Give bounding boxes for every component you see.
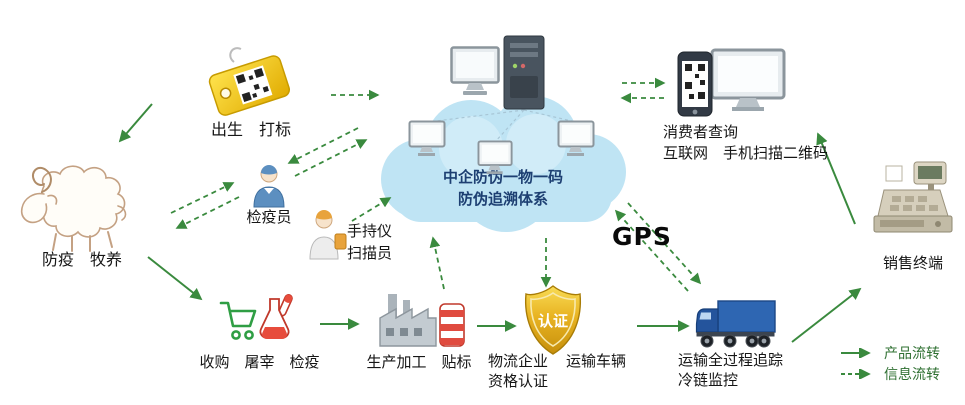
arrow-factory-to-cloud: [429, 236, 445, 290]
terminal-icon-3: [557, 120, 597, 158]
consumer-label-1: 消费者查询: [663, 123, 739, 141]
arrow-inspector-to-cloud: [294, 139, 368, 177]
legend-info-flow: 信息流转: [840, 363, 940, 384]
gps-label: GPS: [612, 222, 672, 251]
arrow-sheep-to-inspector: [170, 182, 235, 214]
logistics-label-3: 运输车辆: [566, 352, 627, 370]
certification-shield-icon: 认证: [522, 284, 584, 356]
consumer-monitor-icon: [710, 48, 788, 116]
connector-server-terminal-2: [494, 109, 525, 143]
pos-label: 销售终端: [882, 254, 943, 272]
server-icon: [502, 34, 548, 112]
monitor-icon: [450, 46, 502, 98]
factory-label: 生产加工 贴标: [366, 353, 472, 371]
arrow-cloud-to-inspector: [287, 127, 359, 164]
tag-label: 出生 打标: [210, 120, 291, 139]
arrow-scanner-to-cloud: [351, 197, 392, 222]
transport-label-1: 运输全过程追踪: [678, 351, 784, 369]
scanner-label-1: 手持仪: [347, 222, 393, 240]
legend-product-label: 产品流转: [884, 345, 940, 362]
shield-badge-label: 认证: [538, 312, 568, 330]
scanner-label-2: 扫描员: [347, 244, 393, 262]
legend: 产品流转 信息流转: [840, 342, 940, 384]
ear-tag-icon: [204, 42, 298, 116]
solid-arrow-icon: [841, 347, 871, 358]
terminal-icon-2: [477, 140, 515, 176]
smartphone-qr-icon: [676, 50, 716, 120]
lab-flask-icon: [257, 293, 295, 345]
arrow-pos-to-consumer: [816, 132, 856, 225]
arrow-sheep-to-purchase: [147, 256, 203, 301]
terminal-icon-1: [408, 120, 448, 158]
arrow-truck-to-pos: [791, 287, 862, 343]
cloud-title: 中企防伪一物一码 防伪追溯体系: [396, 167, 610, 211]
factory-icon: [376, 288, 470, 350]
sheep-icon: [12, 148, 150, 252]
logistics-label-2: 资格认证: [487, 372, 548, 390]
scanner-operator-icon: [308, 208, 348, 260]
purchase-label: 收购 屠宰 检疫: [199, 353, 320, 371]
arrow-inspector-to-sheep: [175, 196, 240, 229]
truck-icon: [694, 296, 778, 350]
legend-product-flow: 产品流转: [840, 342, 940, 363]
inspector-icon: [250, 164, 288, 208]
cloud-title-line2: 防伪追溯体系: [457, 189, 548, 208]
connector-server-terminal-3: [523, 109, 577, 123]
connector-server-terminal-1: [427, 109, 525, 123]
dashed-arrow-icon: [841, 368, 871, 379]
logistics-label-1: 物流企业: [487, 352, 548, 370]
shopping-cart-icon: [218, 297, 258, 343]
pos-terminal-icon: [872, 160, 954, 238]
consumer-label-2: 互联网 手机扫描二维码: [663, 144, 829, 162]
arrow-tag-to-sheep: [118, 103, 153, 143]
legend-info-label: 信息流转: [884, 366, 940, 383]
inspector-label: 检疫员: [246, 208, 292, 226]
transport-label-2: 冷链监控: [678, 371, 739, 389]
sheep-label: 防疫 牧养: [41, 250, 122, 269]
cloud-title-line1: 中企防伪一物一码: [442, 168, 563, 186]
